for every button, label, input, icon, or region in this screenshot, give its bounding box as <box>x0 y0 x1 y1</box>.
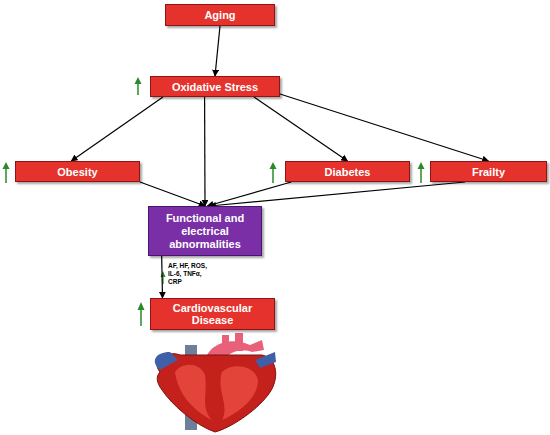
concept-box: Obesity <box>15 161 140 182</box>
box-content: Functional and electrical abnormalities <box>151 212 259 251</box>
concept-box: Oxidative Stress <box>150 76 280 97</box>
box-text: Oxidative Stress <box>172 81 258 93</box>
heart-illustration <box>155 333 276 432</box>
connector-arrow <box>254 97 348 161</box>
edge-label: AF, HF, ROS, IL-6, TNFα, CRP <box>168 262 214 286</box>
connector-arrow <box>140 182 205 206</box>
artery-branch <box>222 335 229 350</box>
box-text: Aging <box>204 9 235 21</box>
connector-arrow <box>276 93 488 161</box>
pulmonary-vessel <box>155 352 178 370</box>
box-text: Functional and electrical abnormalities <box>151 212 259 251</box>
box-content: Obesity <box>57 166 97 178</box>
box-content: Frailty <box>472 166 505 178</box>
connector-arrow <box>204 97 206 206</box>
process-box: Functional and electrical abnormalities <box>148 206 262 256</box>
increase-arrow <box>418 162 425 183</box>
increase-arrows <box>3 77 425 326</box>
box-content: Cardiovascular Disease <box>151 302 274 326</box>
increase-arrow <box>270 162 277 183</box>
connector-arrow <box>71 97 163 161</box>
connector-arrow <box>207 182 291 206</box>
heart-body <box>157 354 276 432</box>
concept-box: Diabetes <box>285 161 410 182</box>
box-text: Cardiovascular Disease <box>151 302 274 326</box>
connector-arrow <box>210 182 466 206</box>
increase-arrow <box>135 77 142 95</box>
box-text: Obesity <box>57 166 97 178</box>
increase-arrow <box>161 271 166 284</box>
increase-arrow <box>138 302 145 326</box>
increase-arrow <box>3 162 10 183</box>
box-text: Diabetes <box>325 166 371 178</box>
artery-branch <box>235 333 243 351</box>
concept-box: Frailty <box>430 161 547 182</box>
box-content: Oxidative Stress <box>172 81 258 93</box>
connector-arrow <box>161 256 163 298</box>
heart-chamber <box>220 366 258 420</box>
heart-chamber <box>175 365 212 420</box>
concept-box: Aging <box>165 4 275 26</box>
pulmonary-vessel <box>255 352 276 368</box>
box-text: Frailty <box>472 166 505 178</box>
connector-arrow <box>215 26 220 76</box>
box-content: Diabetes <box>325 166 371 178</box>
box-content: Aging <box>204 9 235 21</box>
concept-box: Cardiovascular Disease <box>150 298 275 330</box>
